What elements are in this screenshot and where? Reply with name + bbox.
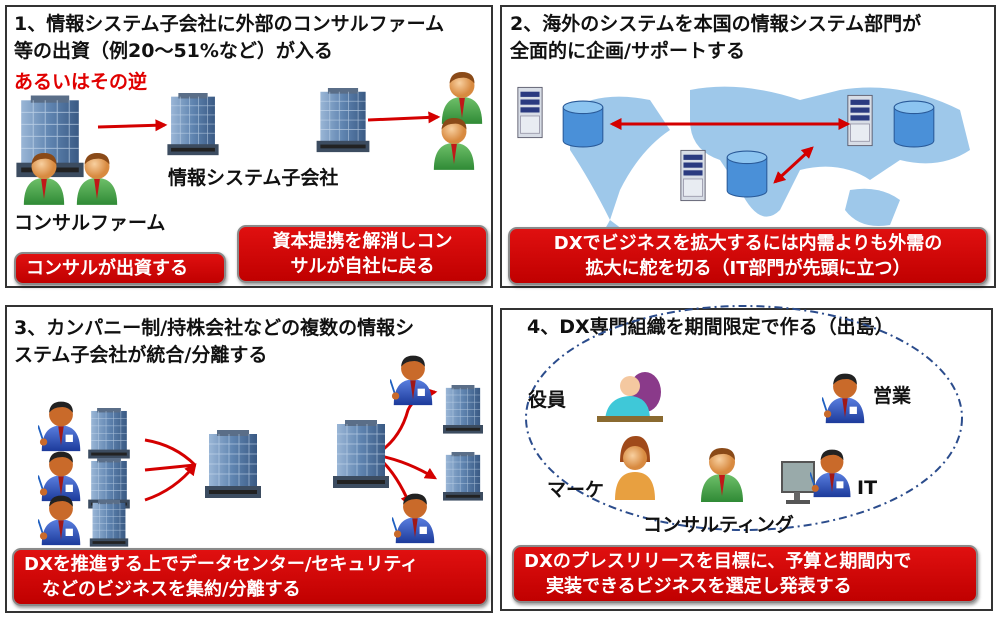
box-text: などのビジネスを集約/分離する bbox=[42, 579, 301, 600]
box-text: DXを推進する上でデータセンター/セキュリティ bbox=[24, 554, 419, 575]
computer-monitor-icon bbox=[781, 461, 815, 504]
sales-person-icon bbox=[822, 370, 868, 425]
box-text: 資本提携を解消しコン bbox=[272, 231, 453, 252]
consultant-person-icon bbox=[697, 443, 747, 505]
press-release-box: DXのプレスリリースを目標に、予算と期間内で実装できるビジネスを選定し発表する bbox=[512, 545, 978, 603]
panel4-title: 4、DX専門組織を期間限定で作る（出島） bbox=[527, 316, 894, 338]
marketing-person-icon bbox=[615, 436, 655, 500]
it-person-icon bbox=[810, 445, 854, 500]
dissolve-alliance-box: 資本提携を解消しコンサルが自社に戻る bbox=[237, 225, 488, 283]
consul-invests-box: コンサルが出資する bbox=[14, 252, 226, 285]
executive-label: 役員 bbox=[528, 389, 567, 411]
sales-label: 営業 bbox=[873, 385, 912, 407]
box-text: サルが自社に戻る bbox=[290, 256, 435, 277]
subsidiary-label: 情報システム子会社 bbox=[168, 167, 339, 189]
panel3-title: 3、カンパニー制/持株会社などの複数の情報システム子会社が統合/分離する bbox=[14, 317, 415, 366]
consulting-label: コンサルティング bbox=[643, 514, 794, 536]
box-text: コンサルが出資する bbox=[26, 258, 188, 279]
marketing-label: マーケ bbox=[547, 479, 605, 501]
box-text: 拡大に舵を切る（IT部門が先頭に立つ） bbox=[585, 258, 911, 279]
executive-person-icon bbox=[597, 372, 663, 422]
consolidate-business-box: DXを推進する上でデータセンター/セキュリティなどのビジネスを集約/分離する bbox=[12, 548, 488, 606]
expand-overseas-box: DXでビジネスを拡大するには内需よりも外需の拡大に舵を切る（IT部門が先頭に立つ… bbox=[508, 227, 988, 285]
box-text: DXのプレスリリースを目標に、予算と期間内で bbox=[524, 551, 912, 572]
reverse-note: あるいはその逆 bbox=[14, 71, 148, 93]
panel1-title: 1、情報システム子会社に外部のコンサルファーム等の出資（例20～51%など）が入… bbox=[14, 13, 445, 62]
box-text: DXでビジネスを拡大するには内需よりも外需の bbox=[553, 233, 943, 254]
it-label: IT bbox=[857, 477, 878, 499]
consul-firm-label: コンサルファーム bbox=[14, 212, 166, 234]
panel2-title: 2、海外のシステムを本国の情報システム部門が全面的に企画/サポートする bbox=[510, 13, 922, 62]
box-text: 実装できるビジネスを選定し発表する bbox=[546, 576, 852, 597]
